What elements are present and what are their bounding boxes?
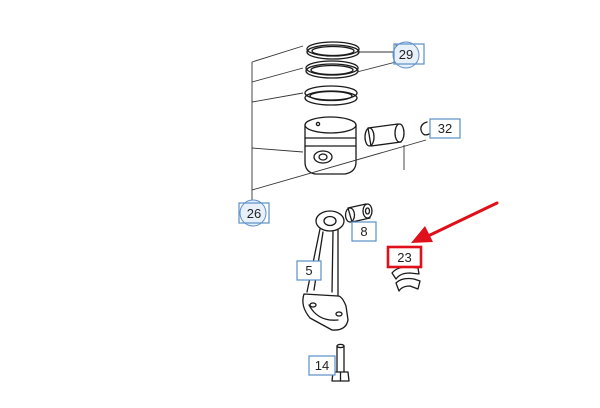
piston-ring-middle[interactable] xyxy=(305,60,359,79)
callout-32[interactable]: 32 xyxy=(429,118,461,139)
bearing-shells[interactable] xyxy=(391,266,421,292)
piston-pin[interactable] xyxy=(364,123,405,147)
piston[interactable] xyxy=(304,116,357,175)
callout-8[interactable]: 8 xyxy=(351,221,377,242)
small-end-bushing[interactable] xyxy=(344,203,373,223)
rod-bolt[interactable] xyxy=(331,343,350,382)
connecting-rod[interactable] xyxy=(302,210,349,331)
callout-14[interactable]: 14 xyxy=(308,355,336,376)
piston-ring-top[interactable] xyxy=(306,41,360,60)
callout-26-label: 26 xyxy=(247,206,261,221)
callout-23-label: 23 xyxy=(397,250,411,265)
callout-26[interactable]: 26 xyxy=(238,199,270,227)
highlight-arrow xyxy=(411,201,499,243)
callout-23-highlighted[interactable]: 23 xyxy=(386,245,423,269)
callout-5-label: 5 xyxy=(305,263,312,278)
callout-8-label: 8 xyxy=(360,224,367,239)
piston-ring-oil[interactable] xyxy=(304,85,358,106)
callout-32-label: 32 xyxy=(438,121,452,136)
callout-14-label: 14 xyxy=(315,358,329,373)
callout-29[interactable]: 29 xyxy=(392,41,425,69)
callout-29-label: 29 xyxy=(399,47,413,62)
callout-5[interactable]: 5 xyxy=(296,260,322,281)
